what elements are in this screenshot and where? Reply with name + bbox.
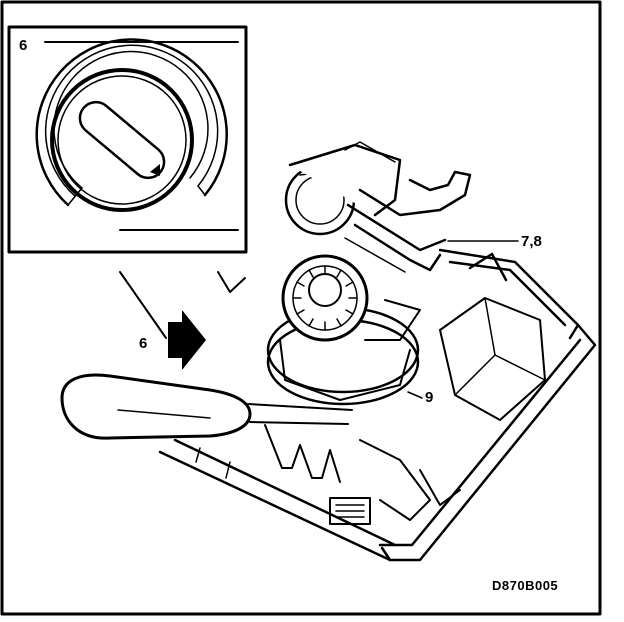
connector-assembly: [284, 141, 472, 273]
inset-label: 6: [19, 37, 28, 54]
callout-label-connector: 7,8: [521, 233, 542, 250]
direction-arrow: [168, 310, 206, 370]
housing-tray: [158, 248, 597, 562]
leader-line-clip: [407, 391, 423, 399]
knob-assembly: [266, 254, 421, 406]
callout-label-clip: 9: [425, 389, 434, 406]
inset-detail: [7, 25, 248, 254]
figure-border: [0, 0, 602, 616]
screwdriver: [60, 373, 353, 440]
figure-code: D870B005: [492, 578, 559, 593]
callout-label-screwdriver: 6: [139, 335, 148, 352]
